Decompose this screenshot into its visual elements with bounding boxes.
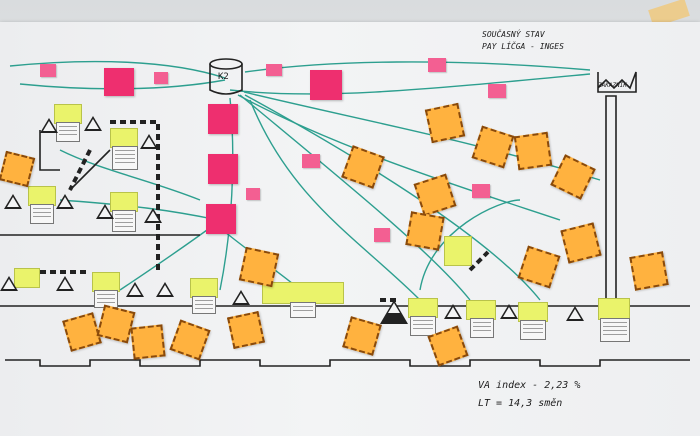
process-box (518, 302, 548, 322)
data-sheet (112, 146, 138, 170)
pink-note-small (302, 154, 320, 168)
inventory-triangle (56, 194, 74, 209)
process-box (110, 192, 138, 212)
kaizen-note (405, 211, 445, 251)
pink-note (208, 154, 238, 184)
header-note-line2: PAY LÍČGA - INGES (482, 42, 564, 51)
inventory-triangle (444, 304, 462, 319)
inventory-triangle (96, 204, 114, 219)
process-box (28, 186, 56, 206)
data-sheet (30, 204, 54, 224)
pink-note-small (40, 64, 56, 77)
pink-note (104, 68, 134, 96)
kaizen-note (238, 246, 280, 288)
kaizen-note (130, 324, 166, 360)
process-box (190, 278, 218, 298)
process-box (466, 300, 496, 320)
process-box (408, 298, 438, 318)
pink-note-small (246, 188, 260, 200)
data-sheet (112, 210, 136, 232)
process-box (598, 298, 630, 320)
data-sheet (600, 318, 630, 342)
inventory-triangle (500, 304, 518, 319)
process-box (92, 272, 120, 292)
inventory-triangle (232, 290, 250, 305)
data-sheet (470, 318, 494, 338)
data-sheet (410, 316, 436, 336)
inventory-triangle (56, 276, 74, 291)
process-box (444, 236, 472, 266)
kaizen-note (513, 131, 553, 171)
storage-label: K2 (218, 72, 229, 82)
pink-note (310, 70, 342, 100)
inventory-triangle-large (380, 300, 408, 324)
pink-note-small (428, 58, 446, 72)
kaizen-note (227, 311, 265, 349)
process-box (54, 104, 82, 124)
data-sheet (192, 296, 216, 314)
pink-note-small (154, 72, 168, 84)
pink-note (208, 104, 238, 134)
pink-note (206, 204, 236, 234)
data-sheet (56, 122, 80, 142)
kaizen-note (424, 102, 466, 144)
inventory-triangle (144, 208, 162, 223)
inventory-triangle (0, 276, 18, 291)
process-box-wide (262, 282, 344, 304)
data-sheet (520, 320, 546, 340)
inventory-triangle (4, 194, 22, 209)
process-box (110, 128, 138, 148)
va-index-text: VA index - 2,23 % (478, 380, 581, 391)
inventory-triangle (126, 282, 144, 297)
pink-note-small (488, 84, 506, 98)
inventory-triangle (566, 306, 584, 321)
kaizen-note (629, 251, 669, 291)
pink-note-small (472, 184, 490, 198)
inventory-triangle (40, 118, 58, 133)
lead-time-text: LT = 14,3 směn (478, 398, 563, 409)
inventory-triangle (156, 282, 174, 297)
inventory-triangle (140, 134, 158, 149)
pink-note-small (266, 64, 282, 76)
inventory-triangle (84, 116, 102, 131)
pink-note-small (374, 228, 390, 242)
data-sheet (290, 302, 316, 318)
factory-label: ZÁKAZNÍK (598, 82, 627, 89)
header-note-line1: SOUČASNÝ STAV (482, 30, 545, 39)
